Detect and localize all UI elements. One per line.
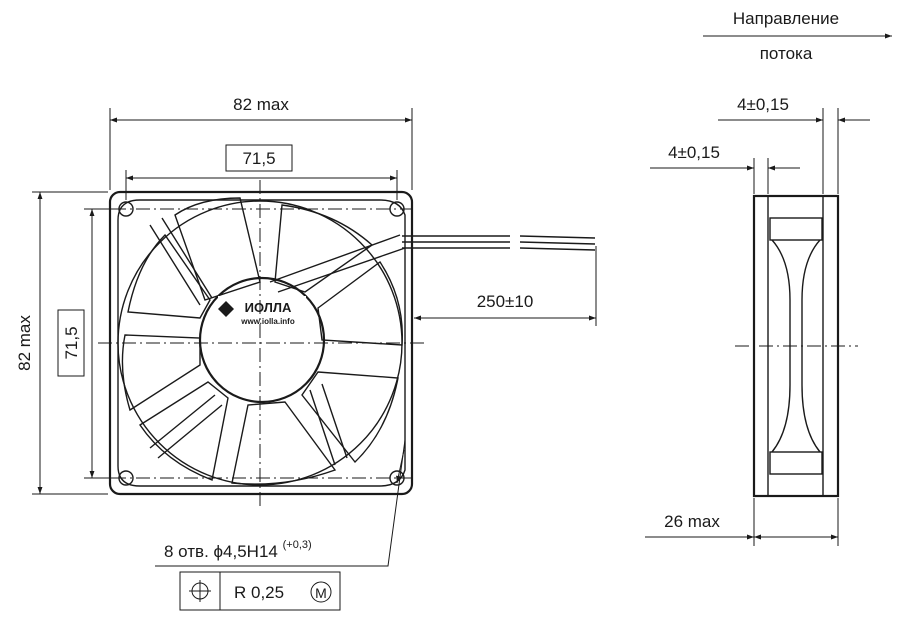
cable-wire [519,235,596,239]
fan-blade [317,260,404,346]
fan-strut [149,217,213,306]
fan-blade [127,233,211,319]
dim-cable-length: 250±10 [477,292,534,311]
cable-wire [519,241,596,245]
fan-struts [149,217,406,466]
side-venturi-left [771,239,791,453]
side-hub-top [769,217,823,241]
fan-front-view: ИОЛЛА www.iolla.info [98,180,596,510]
fan-blades [121,197,404,485]
basic-dim-box [225,144,293,172]
side-hub-bottom [769,451,823,475]
tolerance-value: R 0,25 [234,583,284,602]
fan-cable [402,235,596,251]
dim-width-overall: 82 max [233,95,289,114]
hole-note-prefix: 8 отв. ϕ4,5H14 [164,542,278,561]
fan-blade [139,381,229,481]
logo-diamond-icon [218,301,234,317]
fan-blade [174,197,261,301]
fan-blade [301,371,399,464]
logo-brand-text: ИОЛЛА [245,300,292,315]
flow-direction-label-2: потока [760,44,813,63]
dim-flange-upper: 4±0,15 [737,95,789,114]
fan-strut [309,383,348,466]
logo-url-text: www.iolla.info [240,317,295,326]
cable-wire [519,247,596,251]
brand-logo: ИОЛЛА www.iolla.info [218,296,306,326]
side-dimensions: 4±0,15 4±0,15 26 max [645,95,870,546]
mmc-modifier-icon [310,581,332,603]
dim-height-overall: 82 max [15,315,34,371]
fan-hub [198,276,326,404]
position-tolerance-frame: R 0,25 M [179,571,341,611]
flow-direction-label-1: Направление [733,9,839,28]
hole-note-arrow [396,449,405,484]
fan-blade [121,334,201,412]
front-dimensions: 82 max 71,5 82 max 71,5 250±10 8 отв. ϕ4… [15,95,597,611]
dim-hole-spacing-v: 71,5 [62,326,81,359]
dim-thickness: 26 max [664,512,720,531]
fan-strut-cable [269,234,406,293]
hole-note-text: 8 отв. ϕ4,5H14 (+0,3) [164,539,312,561]
fan-side-view [735,194,858,498]
dim-hole-spacing-h: 71,5 [242,149,275,168]
fan-strut [149,394,223,459]
tolerance-value-cell [219,571,341,611]
side-venturi-right [801,239,821,453]
fan-blade [231,401,337,485]
hole-note-tolerance: (+0,3) [283,539,312,551]
tolerance-modifier: M [315,585,327,601]
basic-dim-box [57,309,85,377]
flow-direction-indicator: Направление потока [703,9,892,63]
dim-flange-lower: 4±0,15 [668,143,720,162]
